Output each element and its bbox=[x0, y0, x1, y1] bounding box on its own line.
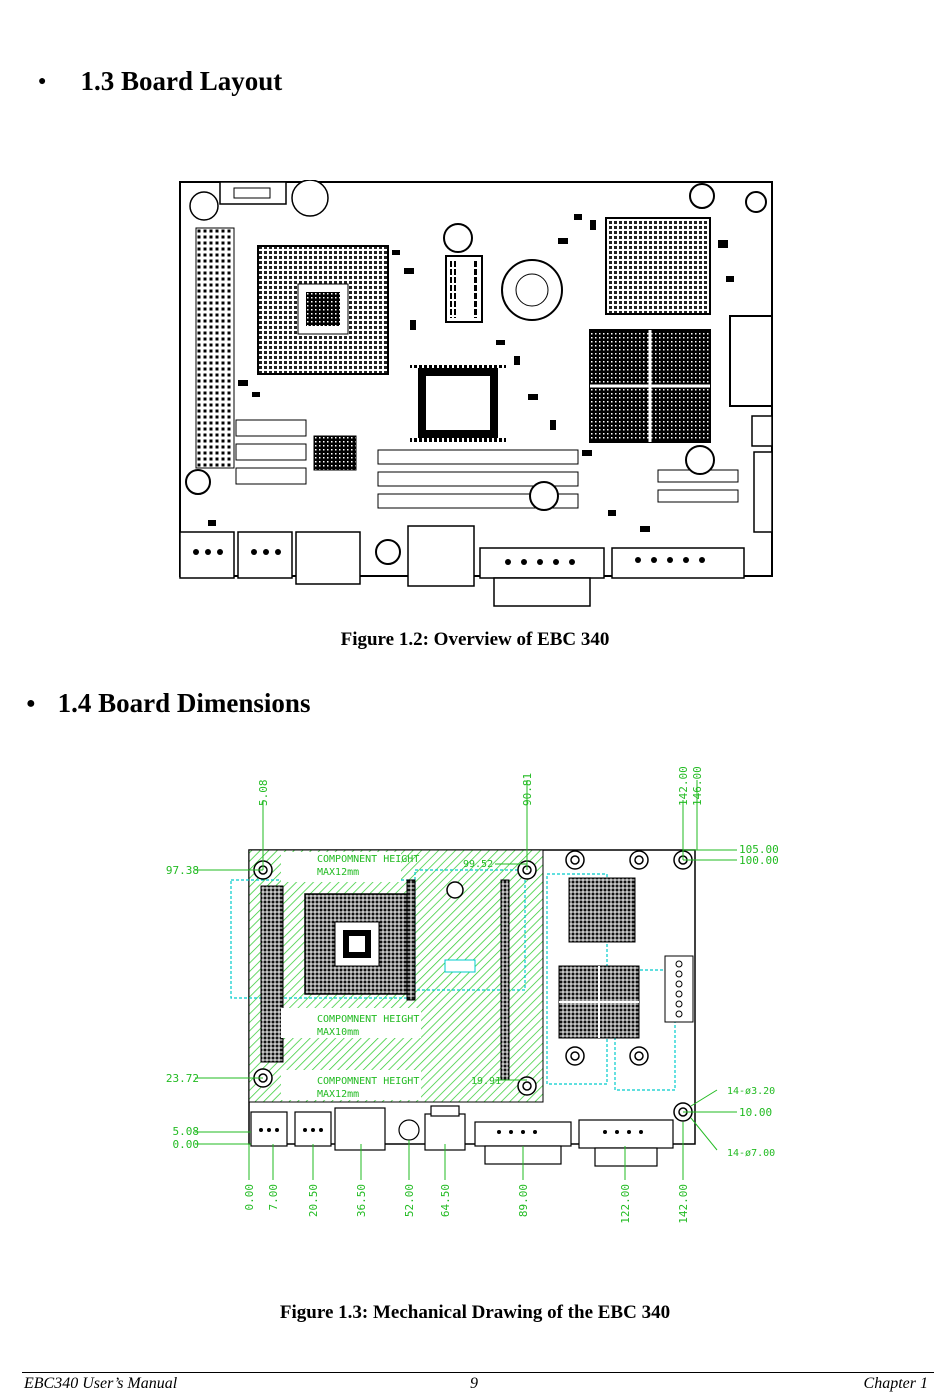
component-height-label: COMPOMNENT HEIGHT bbox=[317, 1014, 419, 1025]
mechanical-drawing: COMPOMNENT HEIGHT MAX12mm COMPOMNENT HEI… bbox=[166, 766, 779, 1224]
right-dimension-label: 105.00 bbox=[739, 843, 779, 856]
bottom-dimension-label: 36.50 bbox=[355, 1184, 368, 1217]
mechanical-drawing-figure: COMPOMNENT HEIGHT MAX12mm COMPOMNENT HEI… bbox=[155, 760, 805, 1240]
bottom-dimension-label: 7.00 bbox=[267, 1184, 280, 1211]
section-title: 1.4 Board Dimensions bbox=[57, 688, 311, 718]
hole-size-label: 14-ø3.20 bbox=[727, 1086, 775, 1097]
component-height-label: COMPOMNENT HEIGHT bbox=[317, 854, 419, 865]
max-height-label: MAX12mm bbox=[317, 867, 359, 878]
figure-1-3-caption: Figure 1.3: Mechanical Drawing of the EB… bbox=[279, 1302, 671, 1323]
bottom-dimension-label: 20.50 bbox=[307, 1184, 320, 1217]
left-dimension-label: 0.00 bbox=[173, 1138, 200, 1151]
section-heading-board-layout: ● 1.3 Board Layout bbox=[38, 66, 282, 97]
footer-divider bbox=[22, 1372, 934, 1373]
max-height-label: MAX10mm bbox=[317, 1027, 359, 1038]
bottom-dimension-label: 142.00 bbox=[677, 1184, 690, 1224]
bullet-icon: ● bbox=[38, 73, 47, 89]
footer-page-number: 9 bbox=[470, 1375, 478, 1392]
footer-manual-title: EBC340 User’s Manual bbox=[24, 1375, 178, 1392]
top-dimension-label: 142.00 bbox=[677, 766, 690, 806]
left-dimension-label: 23.72 bbox=[166, 1072, 199, 1085]
top-dimension-label: 5.08 bbox=[257, 780, 270, 807]
board-overview-drawing bbox=[179, 179, 773, 607]
bullet-icon: ● bbox=[26, 694, 36, 712]
dimension-label: 19.91 bbox=[471, 1076, 501, 1087]
footer-chapter: Chapter 1 bbox=[863, 1375, 928, 1392]
bottom-dimension-label: 52.00 bbox=[403, 1184, 416, 1217]
board-overview-figure bbox=[178, 179, 774, 610]
section-title: 1.3 Board Layout bbox=[80, 66, 283, 96]
hole-size-label: 14-ø7.00 bbox=[727, 1148, 775, 1159]
figure-1-2-caption: Figure 1.2: Overview of EBC 340 bbox=[340, 629, 610, 650]
right-dimension-label: 100.00 bbox=[739, 854, 779, 867]
bottom-dimension-label: 0.00 bbox=[243, 1184, 256, 1211]
left-dimension-label: 97.38 bbox=[166, 864, 199, 877]
component-height-label: COMPOMNENT HEIGHT bbox=[317, 1076, 419, 1087]
bottom-dimension-label: 122.00 bbox=[619, 1184, 632, 1224]
top-dimension-label: 146.00 bbox=[691, 766, 704, 806]
bottom-dimension-label: 89.00 bbox=[517, 1184, 530, 1217]
max-height-label: MAX12mm bbox=[317, 1089, 359, 1100]
dimension-label: 99.52 bbox=[463, 859, 493, 870]
section-heading-board-dimensions: ● 1.4 Board Dimensions bbox=[26, 688, 310, 719]
top-dimension-label: 90.81 bbox=[521, 773, 534, 806]
left-dimension-label: 5.08 bbox=[173, 1125, 200, 1138]
bottom-dimension-label: 64.50 bbox=[439, 1184, 452, 1217]
right-dimension-label: 10.00 bbox=[739, 1106, 772, 1119]
